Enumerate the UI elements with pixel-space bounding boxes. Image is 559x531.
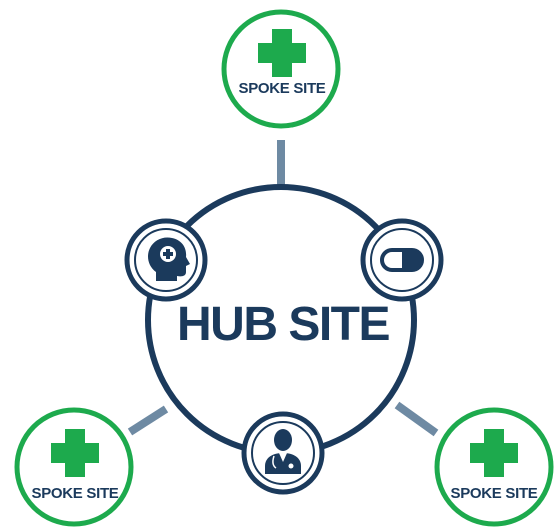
connectors: [127, 140, 439, 437]
spoke-site-right: SPOKE SITE: [434, 407, 554, 527]
connector-right: [394, 401, 439, 437]
medical-cross-icon: [51, 429, 99, 477]
spoke-label: SPOKE SITE: [238, 80, 325, 97]
pill-capsule-icon: [360, 218, 444, 302]
spoke-site-top: SPOKE SITE: [221, 9, 341, 129]
medical-cross-icon: [258, 29, 306, 77]
spoke-site-left: SPOKE SITE: [14, 407, 134, 527]
connector-left: [127, 405, 169, 436]
spoke-label: SPOKE SITE: [450, 485, 537, 502]
doctor-icon: [241, 411, 325, 495]
medical-cross-icon: [470, 429, 518, 477]
spoke-label: SPOKE SITE: [31, 485, 118, 502]
hub-title: HUB SITE: [177, 298, 390, 351]
mental-health-head-icon: [124, 218, 208, 302]
